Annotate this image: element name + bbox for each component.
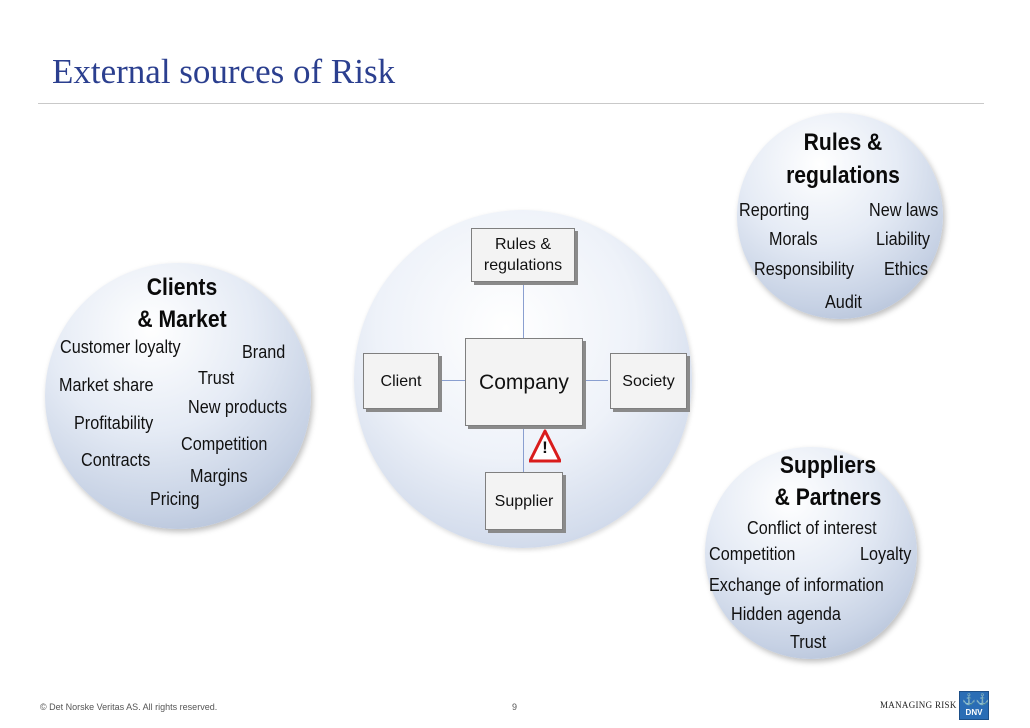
rules-item-liability: Liability [876,229,931,249]
suppliers-item-competition: Competition [709,544,796,564]
clients-item-market-share: Market share [59,375,154,395]
clients-item-profitability: Profitability [74,413,154,433]
suppliers-item-hidden-agenda: Hidden agenda [731,604,841,624]
clients-item-trust: Trust [198,368,235,388]
clients-market-circle [45,263,311,529]
clients-heading-1: Clients [146,274,218,301]
rules-item-morals: Morals [769,229,818,249]
clients-item-pricing: Pricing [150,489,200,509]
rules-item-reporting: Reporting [739,200,810,220]
client-label: Client [380,372,422,390]
rules-heading-2: regulations [786,162,900,189]
title-divider [38,103,984,104]
clients-item-competition: Competition [181,434,268,454]
suppliers-heading-1: Suppliers [779,452,877,479]
rules-regulations-box: Rules & regulations [471,228,575,282]
rules-regulations-circle [737,113,943,319]
dnv-logo: ⚓⚓ DNV [959,691,989,720]
suppliers-item-conflict-of-interest: Conflict of interest [747,518,877,538]
rules-box-line-2: regulations [483,257,563,274]
page-title: External sources of Risk [52,52,396,91]
page-number: 9 [512,702,518,712]
clients-heading-2: & Market [137,306,227,333]
suppliers-item-trust: Trust [790,632,827,652]
clients-item-customer-loyalty: Customer loyalty [60,337,181,357]
rules-box-line-1: Rules & [494,236,552,253]
rules-item-ethics: Ethics [884,259,929,279]
suppliers-item-loyalty: Loyalty [860,544,912,564]
rules-item-new-laws: New laws [869,200,939,220]
clients-item-brand: Brand [242,342,286,362]
clients-item-margins: Margins [190,466,248,486]
suppliers-partners-circle [705,447,917,659]
warning-icon: ! [528,429,562,463]
connector-company-society [583,380,608,381]
supplier-label: Supplier [494,492,554,510]
copyright-notice: © Det Norske Veritas AS. All rights rese… [40,702,218,712]
rules-item-audit: Audit [825,292,862,312]
connector-rules-company [523,283,524,338]
tagline: MANAGING RISK [880,700,957,710]
society-box: Society [610,353,687,409]
suppliers-item-exchange-of-information: Exchange of information [709,575,884,595]
dnv-emblem-icon: ⚓⚓ [962,694,990,706]
rules-item-responsibility: Responsibility [754,259,854,279]
society-label: Society [622,372,675,390]
dnv-logo-text: DNV [965,708,983,717]
connector-client-company [439,380,465,381]
warning-mark: ! [542,438,548,457]
clients-item-contracts: Contracts [81,450,151,470]
client-box: Client [363,353,439,409]
company-label: Company [479,370,569,394]
company-box: Company [465,338,583,426]
rules-heading-1: Rules & [803,129,883,156]
connector-company-supplier [523,426,524,472]
suppliers-heading-2: & Partners [774,484,882,511]
clients-item-new-products: New products [188,397,288,417]
supplier-box: Supplier [485,472,563,530]
